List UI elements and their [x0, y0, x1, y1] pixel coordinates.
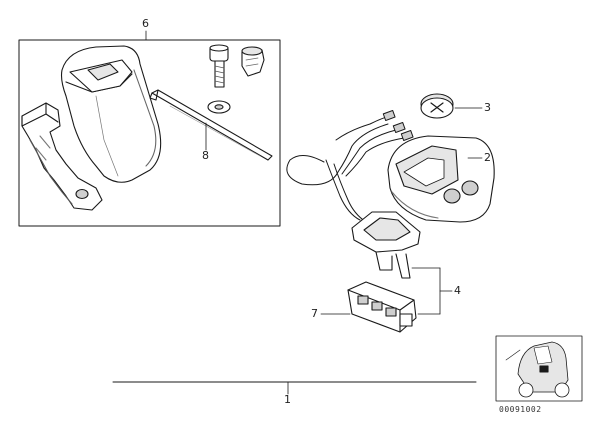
callout-1: 1 [284, 393, 291, 406]
connector-plug [347, 281, 417, 333]
callout-8: 8 [202, 149, 209, 162]
protective-cover [60, 45, 162, 183]
onboard-computer [387, 135, 495, 223]
callout-6: 6 [142, 17, 149, 30]
reference-number: 00091002 [499, 405, 542, 414]
callout-7: 7 [311, 307, 318, 320]
leader-bracket-4 [411, 267, 453, 315]
cable-tie [149, 89, 273, 161]
kit-frame [18, 39, 281, 227]
vehicle-location-thumbnail [495, 335, 583, 402]
wiring-harness [286, 109, 414, 223]
mounting-cradle [351, 211, 421, 279]
callout-3: 3 [484, 101, 491, 114]
callout-4: 4 [454, 284, 461, 297]
holder-bracket [21, 102, 103, 211]
washer [207, 100, 231, 114]
nut-insert [241, 46, 265, 77]
callout-2: 2 [484, 151, 491, 164]
screw [209, 44, 229, 88]
cover-cap [420, 93, 454, 119]
